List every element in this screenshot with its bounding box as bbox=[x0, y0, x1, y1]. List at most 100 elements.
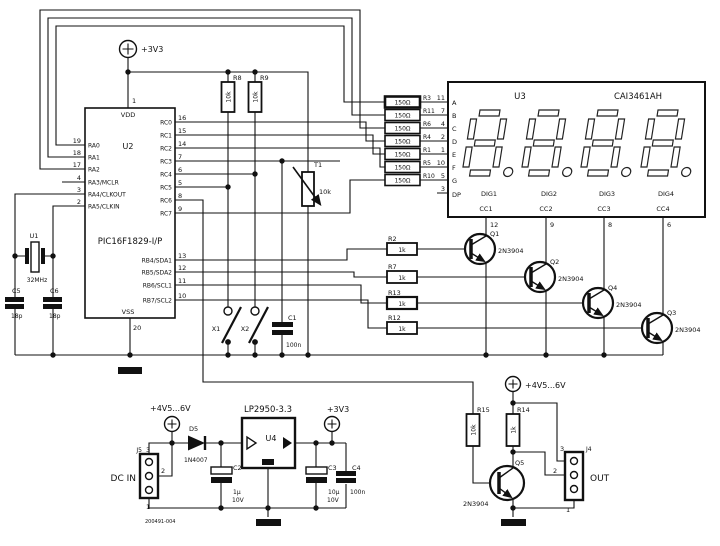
j4-pin3: 3 bbox=[560, 445, 564, 453]
display-body bbox=[447, 81, 706, 218]
q3-ref: Q3 bbox=[667, 309, 676, 317]
output-arrow-icon bbox=[283, 437, 292, 449]
pin-rc7-num: 9 bbox=[178, 205, 182, 213]
seg-g-label: G bbox=[452, 177, 457, 185]
seg-c-label: C bbox=[452, 125, 457, 133]
segment-resistors: 150Ω R3 150Ω R11 150Ω R6 150Ω R4 150Ω R1… bbox=[383, 94, 445, 193]
c1-value: 100n bbox=[286, 342, 301, 349]
mcu-vdd-num: 1 bbox=[132, 97, 136, 105]
q2-part: 2N3904 bbox=[558, 275, 584, 283]
capacitor-c1: C1 100n bbox=[272, 314, 301, 349]
c5-ref: C5 bbox=[12, 287, 21, 295]
r11-value: 150Ω bbox=[394, 113, 410, 120]
r6-ref: R6 bbox=[423, 121, 431, 128]
capacitor-c6: C6 18p bbox=[43, 287, 62, 320]
r4-value: 150Ω bbox=[394, 139, 410, 146]
c3-ref: C3 bbox=[328, 464, 337, 472]
mcu-vdd: VDD bbox=[121, 111, 135, 119]
c1-ref: C1 bbox=[288, 314, 297, 322]
c2-voltage: 10V bbox=[232, 497, 245, 504]
c5-value: 18p bbox=[11, 313, 23, 320]
resistor-r14: R14 1k bbox=[505, 406, 530, 447]
seg-dp-label: DP bbox=[452, 191, 461, 199]
r2-value: 1k bbox=[398, 247, 406, 254]
mcu-vss: VSS bbox=[122, 308, 135, 316]
q1-part: 2N3904 bbox=[498, 247, 524, 255]
connector-j5: J5 3 2 1 DC IN bbox=[111, 446, 166, 511]
j5-pin2: 2 bbox=[161, 467, 165, 475]
pin-rc2-num: 14 bbox=[178, 140, 186, 148]
r8-value: 10k bbox=[226, 91, 233, 103]
diode-d5: D5 1N4007 bbox=[184, 425, 208, 464]
q3-part: 2N3904 bbox=[675, 326, 701, 334]
display-u3: U3 CAI3461AH A B C D E F G DP DIG1 DIG2 … bbox=[447, 81, 706, 229]
d5-ref: D5 bbox=[189, 425, 198, 433]
board-label: 200491-004 bbox=[145, 519, 175, 525]
mcu-ref: U2 bbox=[123, 142, 134, 151]
pin-ra2: RA2 bbox=[88, 167, 100, 174]
x2-label: X2 bbox=[241, 325, 250, 333]
supply-3v3-top: +3V3 bbox=[118, 39, 163, 59]
crystal-value: 32MHz bbox=[27, 277, 47, 284]
mcu-vss-num: 20 bbox=[133, 324, 141, 332]
capacitor-c4: C4 100n bbox=[336, 464, 365, 496]
cc3-label: CC3 bbox=[597, 205, 610, 213]
q5-ref: Q5 bbox=[515, 459, 524, 467]
q5-part: 2N3904 bbox=[463, 500, 489, 508]
mcu-body bbox=[84, 107, 176, 319]
pin-rc5-num: 5 bbox=[178, 179, 182, 187]
pin-ra1: RA1 bbox=[88, 155, 100, 162]
transistor-q5: Q5 2N3904 bbox=[463, 459, 526, 508]
pin-rc6: RC6 bbox=[160, 198, 172, 205]
pin-rc1-num: 15 bbox=[178, 127, 186, 135]
pin-ra5-num: 2 bbox=[77, 198, 81, 206]
c2-value: 1μ bbox=[233, 489, 241, 496]
connector-j4: 3 J4 2 1 OUT bbox=[553, 445, 610, 514]
cc2-pin: 9 bbox=[550, 221, 554, 229]
seg-b-label: B bbox=[452, 112, 456, 120]
pin-ra3: RA3/MCLR bbox=[88, 180, 119, 187]
c3-voltage: 10V bbox=[327, 497, 340, 504]
r7-ref: R7 bbox=[388, 263, 397, 271]
pin-rc4: RC4 bbox=[160, 172, 172, 179]
t1-value: 10k bbox=[319, 188, 331, 196]
display-ref: U3 bbox=[514, 92, 526, 102]
switch-x1: X1 bbox=[212, 306, 242, 344]
pin-rc0-num: 16 bbox=[178, 114, 186, 122]
pin-ra5: RA5/CLKIN bbox=[88, 204, 120, 211]
r5-ref: R5 bbox=[423, 160, 431, 167]
cc4-label: CC4 bbox=[656, 205, 669, 213]
r9-value: 10k bbox=[253, 91, 260, 103]
transistor-q2: Q2 2N3904 bbox=[523, 258, 584, 294]
dig2-label: DIG2 bbox=[541, 190, 557, 198]
input-arrow-icon bbox=[246, 435, 258, 451]
transistor-q1: Q1 2N3904 bbox=[463, 230, 524, 266]
r3-ref: R3 bbox=[423, 95, 431, 102]
pin-rc1: RC1 bbox=[160, 133, 172, 140]
resistor-r9: R9 10k bbox=[247, 74, 269, 113]
dig1-label: DIG1 bbox=[481, 190, 497, 198]
x1-label: X1 bbox=[212, 325, 221, 333]
d5-part: 1N4007 bbox=[184, 457, 208, 464]
junction-dots bbox=[12, 69, 607, 511]
r4-ref: R4 bbox=[423, 134, 431, 141]
supply-4v5-left-label: +4V5...6V bbox=[150, 404, 191, 413]
u4-ref: U4 bbox=[266, 434, 277, 443]
switch-x2: X2 bbox=[241, 306, 269, 344]
pin-ra0-num: 19 bbox=[73, 137, 81, 145]
seg-e-label: E bbox=[452, 151, 456, 159]
cc4-pin: 6 bbox=[667, 221, 671, 229]
pin-rb5-num: 12 bbox=[178, 264, 186, 272]
pin-ra1-num: 18 bbox=[73, 149, 81, 157]
pin-rc2: RC2 bbox=[160, 146, 172, 153]
seg-f-label: F bbox=[452, 164, 456, 172]
j4-pin2: 2 bbox=[553, 467, 557, 475]
regulator-u4: LP2950-3.3 U4 bbox=[240, 405, 297, 470]
seg-dp-pin: 3 bbox=[441, 185, 445, 193]
u4-part: LP2950-3.3 bbox=[244, 405, 292, 415]
r6-value: 150Ω bbox=[394, 126, 410, 133]
j5-pin1: 1 bbox=[146, 503, 150, 511]
c6-value: 18p bbox=[49, 313, 61, 320]
q1-ref: Q1 bbox=[490, 230, 499, 238]
capacitor-c5: C5 18p bbox=[5, 287, 24, 320]
